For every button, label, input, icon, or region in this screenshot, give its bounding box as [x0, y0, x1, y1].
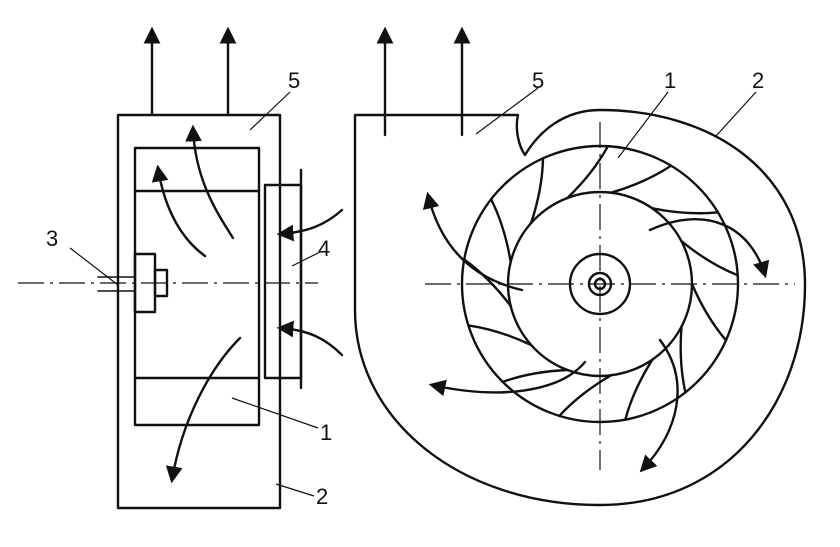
front-view: 5 1 2: [353, 26, 807, 507]
front-impeller-blade: [501, 368, 569, 384]
side-label-casing: 2: [316, 484, 328, 509]
front-impeller-blade: [651, 207, 720, 215]
front-flow-arrow-bottom-left: [428, 360, 587, 397]
front-leader-5: [475, 87, 539, 135]
side-flow-arrow-upper-2: [151, 164, 207, 258]
side-label-inlet: 4: [318, 236, 330, 261]
front-impeller-blade: [529, 157, 545, 225]
side-label-shaft: 3: [46, 226, 58, 251]
front-flow-arrow-bottom-right: [639, 338, 679, 473]
front-leader-2: [715, 91, 757, 137]
side-leader-4: [291, 251, 321, 267]
front-impeller-blade: [609, 164, 673, 194]
side-inlet-arrow-upper: [276, 208, 344, 242]
front-impeller-blade: [463, 258, 512, 308]
side-inlet-arrow-lower: [276, 320, 344, 357]
front-label-outlet: 5: [532, 68, 544, 93]
side-leader-2: [275, 483, 315, 497]
side-view: 3 5 4 1 2: [18, 26, 344, 510]
front-impeller-blade: [679, 325, 687, 394]
front-flow-arrow-left: [422, 191, 524, 292]
front-flow-arrow-right: [648, 218, 770, 279]
front-scroll-casing: [353, 108, 807, 507]
side-flow-arrow-upper-1: [185, 124, 235, 240]
side-flow-arrow-lower: [165, 336, 242, 484]
front-label-casing: 2: [752, 68, 764, 93]
front-impeller-blade: [624, 358, 654, 421]
front-impeller-blade: [467, 324, 533, 347]
side-label-impeller: 1: [320, 420, 332, 445]
side-inlet-duct: [263, 183, 303, 380]
side-leader-1: [231, 397, 319, 429]
front-impeller-blade: [558, 374, 613, 418]
side-impeller: [133, 146, 261, 427]
front-impeller-blade: [489, 198, 512, 264]
front-impeller-blade: [690, 282, 728, 342]
side-leader-5: [249, 91, 291, 131]
front-leader-1: [617, 91, 669, 159]
side-casing: [116, 113, 282, 510]
side-label-outlet: 5: [288, 68, 300, 93]
front-label-impeller: 1: [664, 68, 676, 93]
front-impeller-blade: [566, 145, 610, 200]
front-blade-group: [463, 145, 739, 421]
side-leader-3: [69, 247, 119, 286]
front-impeller-blade: [680, 240, 739, 277]
